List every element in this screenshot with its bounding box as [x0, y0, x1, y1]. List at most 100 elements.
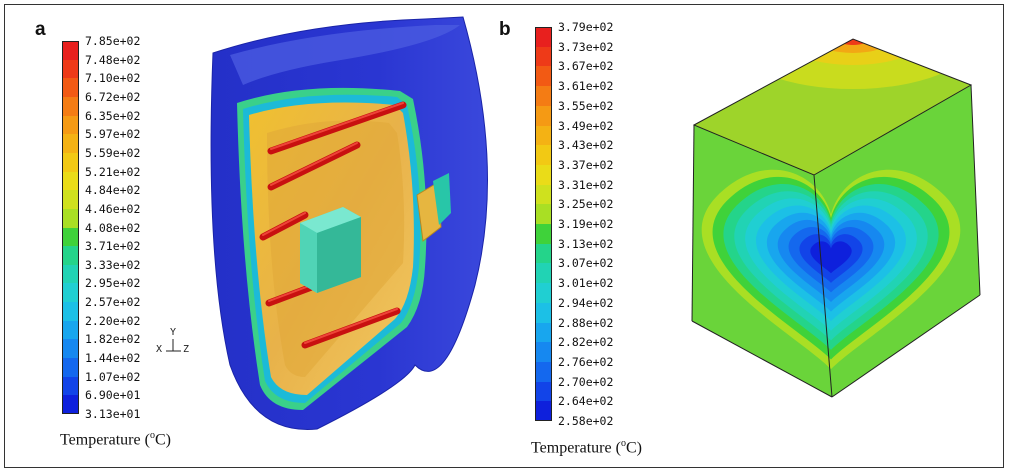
legend-title-b-sup: o — [620, 438, 626, 449]
block-contour-render — [691, 38, 981, 398]
panel-a-label: a — [35, 19, 46, 40]
colorbar-tick-label: 1.44e+02 — [85, 351, 141, 366]
colorbar-swatch — [535, 381, 552, 402]
colorbar-tick-label: 6.72e+02 — [85, 89, 141, 104]
colorbar-swatch — [62, 59, 79, 79]
legend-title-a-unit: C) — [154, 431, 171, 449]
colorbar-swatch — [62, 358, 79, 378]
colorbar-tick-label: 3.19e+02 — [558, 217, 614, 231]
colorbar-tick-label: 3.01e+02 — [558, 276, 614, 291]
colorbar-swatch — [62, 171, 79, 191]
colorbar-swatch — [535, 283, 552, 304]
colorbar-tick-label: 5.59e+02 — [85, 145, 141, 160]
colorbar-border — [535, 27, 552, 421]
colorbar-tick-label: 4.08e+02 — [85, 220, 141, 235]
legend-title-b: Temperature (oC) — [531, 438, 642, 457]
legend-title-b-unit: C) — [625, 439, 642, 457]
legend-title-a: Temperature (oC) — [60, 430, 171, 449]
colorbar-swatch — [535, 263, 552, 284]
colorbar-tick-label: 3.13e+01 — [85, 407, 141, 421]
colorbar-swatch — [62, 264, 79, 284]
colorbar-tick-label: 5.21e+02 — [85, 164, 141, 179]
colorbar-tick-label: 7.10e+02 — [85, 71, 141, 86]
axis-x-label: X — [156, 344, 163, 355]
colorbar-a — [62, 41, 79, 415]
colorbar-swatch — [62, 115, 79, 135]
colorbar-swatch — [535, 401, 552, 422]
axis-z-label: Z — [183, 344, 190, 355]
colorbar-tick-label: 3.37e+02 — [558, 157, 614, 172]
legend-title-a-text: Temperature ( — [60, 431, 150, 449]
furnace-cutaway-render — [210, 16, 488, 430]
colorbar-swatch — [62, 78, 79, 98]
colorbar-swatch — [535, 125, 552, 146]
colorbar-swatch — [62, 395, 79, 415]
colorbar-swatch — [62, 320, 79, 340]
legend-title-a-sup: o — [149, 430, 155, 441]
colorbar-tick-label: 3.55e+02 — [558, 98, 614, 113]
colorbar-tick-label: 7.48e+02 — [85, 52, 141, 67]
colorbar-tick-label: 3.43e+02 — [558, 138, 614, 153]
panel-b-label: b — [499, 19, 511, 40]
colorbar-swatch — [535, 243, 552, 264]
colorbar-swatch — [535, 184, 552, 205]
colorbar-tick-label: 3.73e+02 — [558, 39, 614, 54]
colorbar-tick-label: 2.70e+02 — [558, 374, 614, 389]
colorbar-tick-label: 3.13e+02 — [558, 236, 614, 251]
colorbar-b — [535, 27, 552, 422]
colorbar-tick-label: 3.61e+02 — [558, 79, 614, 94]
heart-contour-band — [814, 241, 852, 274]
colorbar-tick-label: 3.79e+02 — [558, 20, 614, 34]
axis-y-label: Y — [170, 327, 177, 338]
colorbar-tick-label: 3.71e+02 — [85, 239, 141, 254]
colorbar-swatch — [62, 376, 79, 396]
colorbar-swatch — [535, 322, 552, 343]
colorbar-swatch — [62, 134, 79, 154]
colorbar-swatch — [62, 152, 79, 173]
legend-title-b-text: Temperature ( — [531, 439, 621, 457]
colorbar-swatch — [535, 342, 552, 363]
colorbar-tick-label: 6.90e+01 — [85, 388, 141, 403]
colorbar-swatch — [62, 208, 79, 228]
colorbar-swatch — [62, 339, 79, 359]
colorbar-swatch — [62, 246, 79, 266]
colorbar-swatch — [535, 224, 552, 245]
colorbar-swatch — [535, 86, 552, 107]
colorbar-swatch — [62, 96, 79, 117]
colorbar-tick-label: 4.84e+02 — [85, 183, 141, 198]
colorbar-tick-label: 6.35e+02 — [85, 108, 141, 123]
colorbar-border — [62, 41, 79, 414]
colorbar-swatch — [535, 46, 552, 67]
colorbar-tick-label: 2.58e+02 — [558, 414, 614, 428]
figure-frame: a 7.85e+02 7.48e+02 7.10e+02 6.72e+02 6.35e+… — [4, 4, 1004, 468]
colorbar-tick-label: 2.20e+02 — [85, 313, 141, 328]
colorbar-tick-label: 5.97e+02 — [85, 127, 141, 142]
colorbar-tick-label: 3.07e+02 — [558, 256, 614, 271]
colorbar-swatch — [535, 105, 552, 126]
colorbar-tick-label: 3.33e+02 — [85, 257, 141, 272]
colorbar-swatch — [62, 190, 79, 210]
colorbar-tick-label: 1.82e+02 — [85, 332, 141, 347]
colorbar-swatch — [62, 283, 79, 303]
colorbar-tick-label: 2.94e+02 — [558, 295, 614, 310]
colorbar-swatch — [62, 302, 79, 322]
colorbar-tick-label: 1.07e+02 — [85, 369, 141, 384]
colorbar-tick-label: 2.88e+02 — [558, 315, 614, 330]
colorbar-tick-label: 2.64e+02 — [558, 394, 614, 409]
colorbar-swatch — [535, 361, 552, 383]
colorbar-tick-label: 3.25e+02 — [558, 197, 614, 212]
colorbar-tick-label: 2.76e+02 — [558, 354, 614, 369]
colorbar-swatch — [535, 66, 552, 87]
colorbar-swatch — [535, 145, 552, 166]
colorbar-tick-label: 3.31e+02 — [558, 177, 614, 192]
colorbar-swatch — [535, 164, 552, 186]
colorbar-swatch — [535, 204, 552, 225]
colorbar-tick-label: 3.67e+02 — [558, 59, 614, 74]
colorbar-tick-label: 4.46e+02 — [85, 201, 141, 216]
axis-triad-lines — [166, 339, 181, 352]
heart-contour-rings — [701, 169, 961, 370]
colorbar-tick-label: 7.85e+02 — [85, 34, 141, 48]
colorbar-tick-label: 2.82e+02 — [558, 335, 614, 350]
colorbar-swatch — [62, 227, 79, 247]
colorbar-tick-label: 3.49e+02 — [558, 118, 614, 133]
